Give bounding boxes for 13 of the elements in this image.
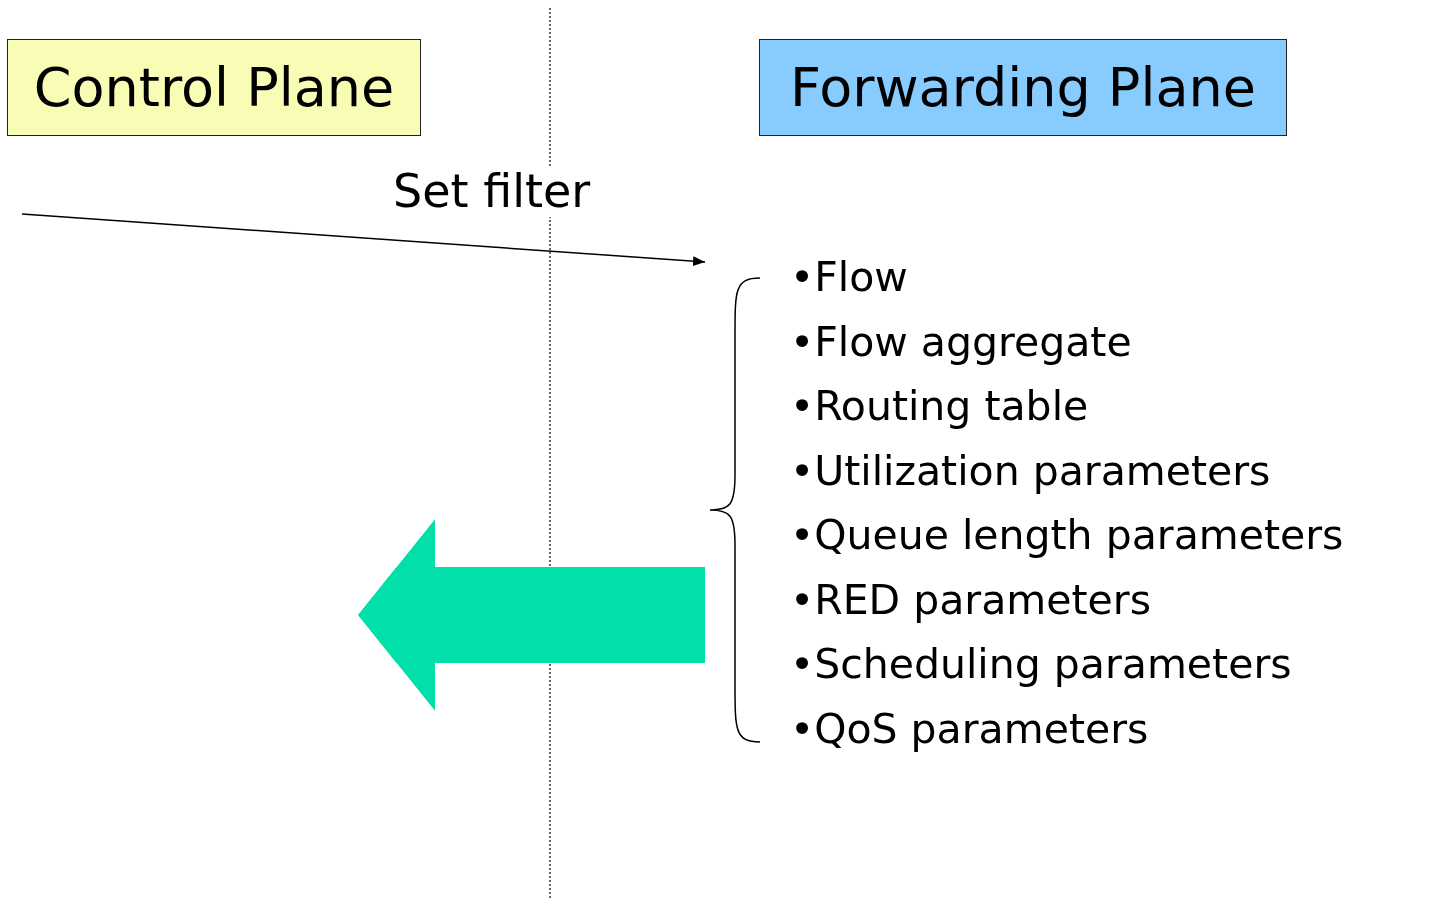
control-plane-box: Control Plane xyxy=(7,39,421,136)
list-item: •Queue length parameters xyxy=(790,510,1344,561)
block-arrow xyxy=(358,519,705,711)
forwarding-plane-box: Forwarding Plane xyxy=(759,39,1287,136)
list-item: •Utilization parameters xyxy=(790,445,1271,497)
list-item: •RED parameters xyxy=(790,574,1151,626)
list-item: •Flow xyxy=(790,252,908,303)
arrow xyxy=(21,213,706,267)
edge-label: Set filter xyxy=(393,166,591,217)
list-item: •Scheduling parameters xyxy=(790,639,1292,690)
list-item: •QoS parameters xyxy=(790,703,1149,755)
list-item: •Flow aggregate xyxy=(790,316,1132,368)
list-item: •Routing table xyxy=(790,381,1089,432)
